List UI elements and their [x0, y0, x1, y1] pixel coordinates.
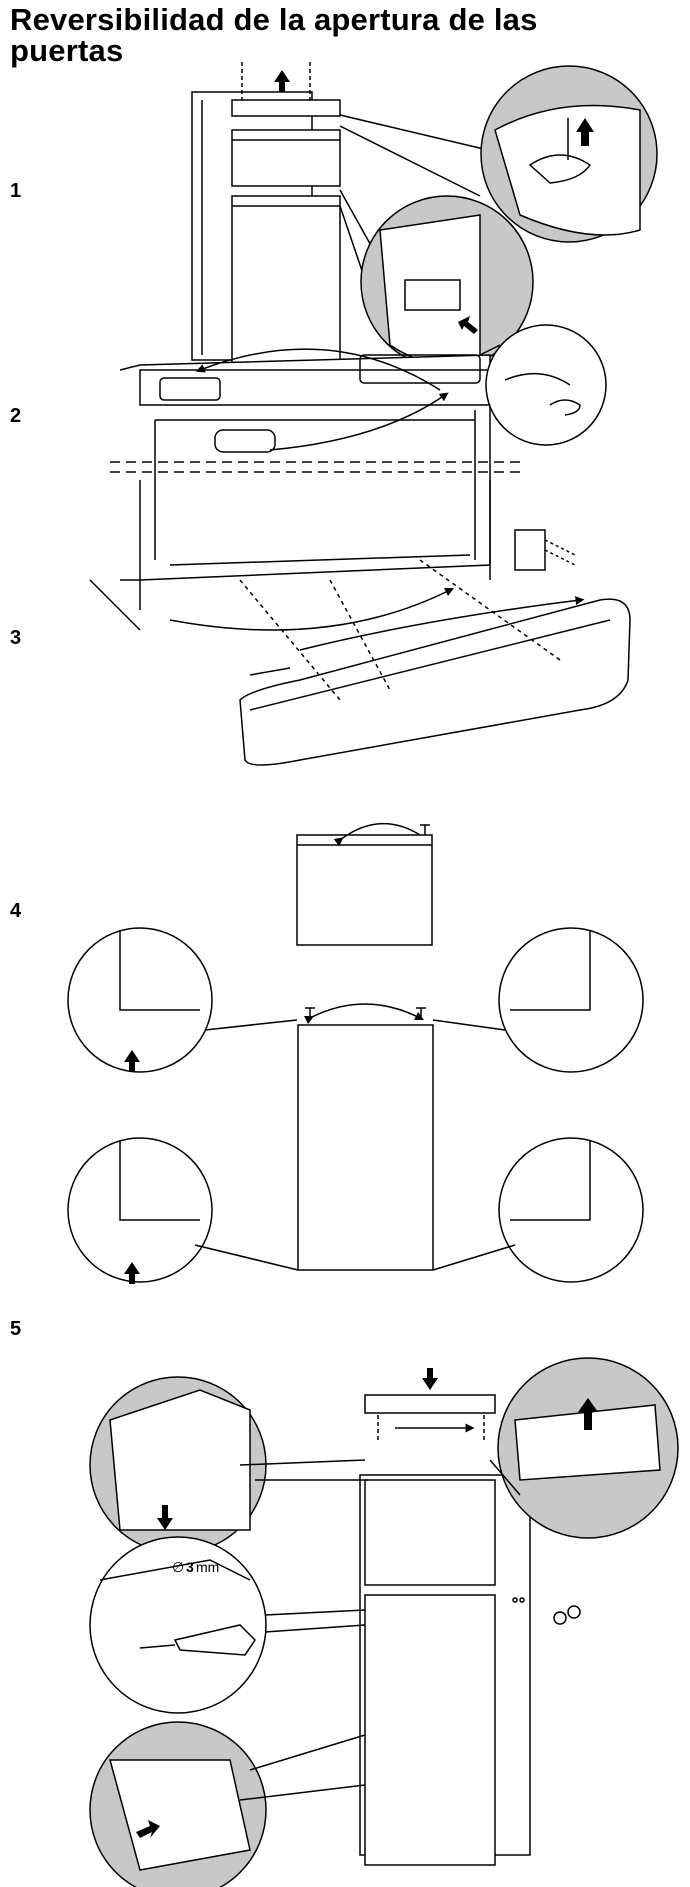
- screw-icon: [305, 1007, 426, 1018]
- drill-icon: [139, 1624, 256, 1656]
- step-1-illustration: [191, 62, 658, 377]
- drill-size-unit: mm: [196, 1559, 219, 1575]
- arrow-up-icon: [274, 70, 290, 92]
- drill-size-value: 3: [186, 1559, 194, 1575]
- arrow-up-icon: [124, 1050, 140, 1284]
- step-5-illustration: [89, 1357, 679, 1887]
- arrow-down-icon: [422, 1368, 438, 1390]
- arrow-right-icon: [136, 1820, 160, 1838]
- step-4-illustration: [67, 823, 644, 1284]
- step-number-4: 4: [10, 900, 22, 922]
- hinge-icon: [514, 529, 576, 571]
- step-number-1: 1: [10, 180, 22, 202]
- arrow-down-icon: [157, 1505, 173, 1530]
- step-2-3-illustration: [89, 324, 631, 766]
- hinge-icon: [504, 372, 581, 416]
- step-number-2: 2: [10, 405, 22, 427]
- drill-size-symbol: ∅: [172, 1559, 184, 1575]
- step-number-5: 5: [10, 1318, 22, 1340]
- arrow-up-icon: [576, 118, 594, 146]
- arrow-up-icon: [578, 1398, 598, 1430]
- arrow-right-icon: [458, 316, 478, 334]
- step-number-3: 3: [10, 627, 22, 649]
- page-title: Reversibilidad de la apertura de las pue…: [10, 2, 538, 68]
- screw-icon: [420, 824, 430, 835]
